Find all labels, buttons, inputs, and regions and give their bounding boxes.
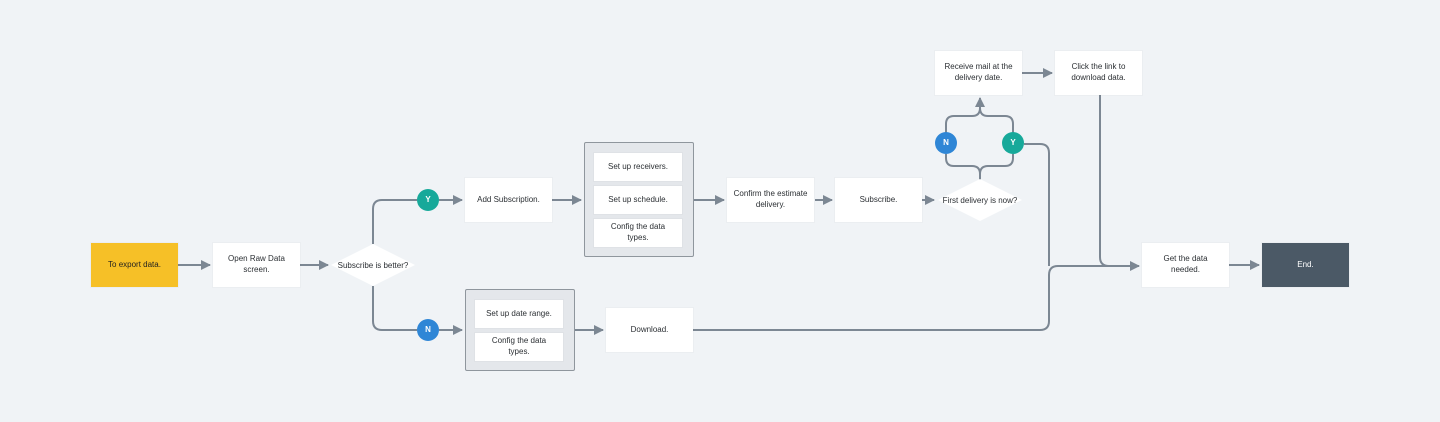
add-subscription-node: Add Subscription. <box>465 178 552 222</box>
click-link-node: Click the link to download data. <box>1055 51 1142 95</box>
badge-subscribe-no <box>417 319 439 341</box>
download-setup-group: Set up date range. Config the data types… <box>465 289 575 371</box>
badge-delivery-no-label: N <box>943 138 949 147</box>
end-node: End. <box>1262 243 1349 287</box>
connector-delivery-yes-to-get-data <box>1024 143 1050 266</box>
badge-delivery-yes <box>1002 132 1024 154</box>
badge-subscribe-yes <box>417 189 439 211</box>
start-node: To export data. <box>91 243 178 287</box>
connector-decision-to-yes <box>372 199 417 244</box>
config-data-types-download-node: Config the data types. <box>475 333 563 361</box>
subscription-setup-group: Set up receivers. Set up schedule. Confi… <box>584 142 694 257</box>
confirm-delivery-node: Confirm the estimate delivery. <box>727 178 814 222</box>
setup-schedule-node: Set up schedule. <box>594 186 682 214</box>
open-raw-data-node: Open Raw Data screen. <box>213 243 300 287</box>
decision-delivery-label: First delivery is now? <box>942 195 1018 205</box>
connector-decision-to-no <box>372 286 417 331</box>
badge-delivery-yes-label: Y <box>1010 138 1016 147</box>
decision-subscribe-diamond <box>331 244 415 286</box>
setup-date-range-node: Set up date range. <box>475 300 563 328</box>
download-node: Download. <box>606 308 693 352</box>
connector-download-to-get-data <box>693 261 1140 331</box>
subscribe-node: Subscribe. <box>835 178 922 222</box>
connector-delivery-to-branches <box>945 154 981 181</box>
badge-subscribe-yes-label: Y <box>425 195 431 204</box>
decision-delivery-diamond <box>938 179 1022 221</box>
setup-receivers-node: Set up receivers. <box>594 153 682 181</box>
connector-branches-to-mail <box>945 97 985 133</box>
badge-delivery-no <box>935 132 957 154</box>
receive-mail-node: Receive mail at the delivery date. <box>935 51 1022 95</box>
badge-subscribe-no-label: N <box>425 325 431 334</box>
config-data-types-node: Config the data types. <box>594 219 682 247</box>
connector-link-to-get-data <box>1099 95 1110 267</box>
decision-subscribe-label: Subscribe is better? <box>337 260 409 270</box>
get-data-node: Get the data needed. <box>1142 243 1229 287</box>
